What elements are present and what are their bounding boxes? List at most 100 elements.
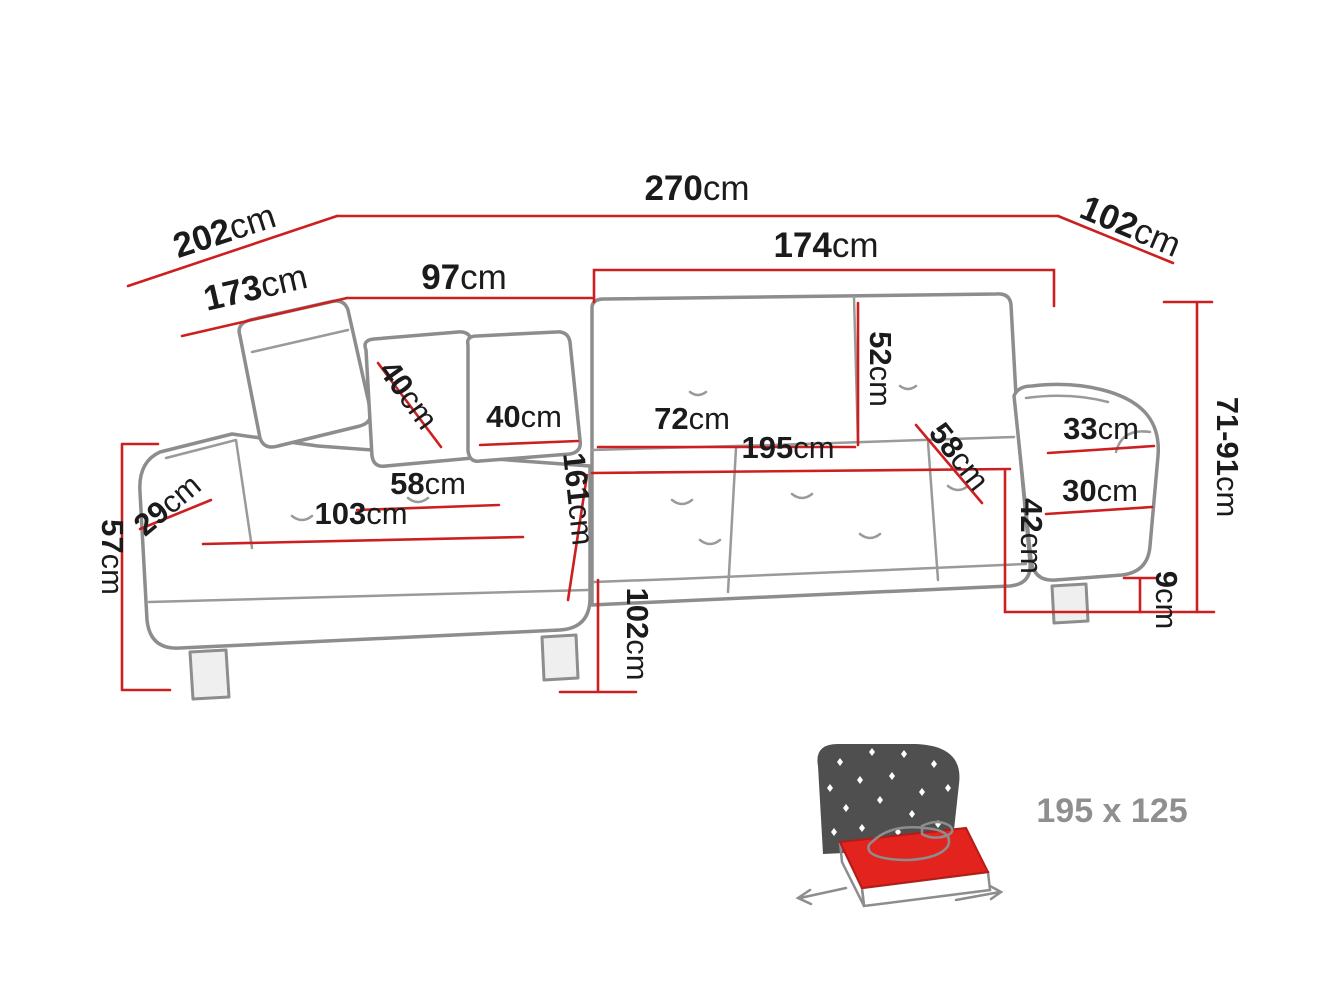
dim-unit: cm [620, 639, 655, 680]
tufting-dimples [290, 384, 970, 546]
unfold-arrow-right-icon [954, 884, 1004, 902]
dim-unit: cm [863, 366, 898, 407]
dim-unit: cm [1149, 588, 1184, 629]
dim-103-line [201, 535, 525, 546]
dim-left-seat-depth-label: 58cm [390, 466, 466, 501]
dim-value: 33 [1063, 411, 1097, 446]
right-armrest [1012, 382, 1161, 582]
dim-value: 52 [863, 331, 898, 365]
dim-unit: cm [95, 554, 130, 595]
dim-value: 72 [654, 401, 688, 436]
dim-unit: cm [832, 226, 879, 265]
dim-40-diag-line [376, 361, 443, 449]
dim-202-line [126, 214, 339, 288]
leg-front-middle [540, 633, 580, 682]
dim-chaise-length-label: 161cm [556, 451, 601, 547]
bed-pillow [920, 820, 954, 839]
dim-back-left-inner-label: 97cm [421, 258, 507, 297]
sofa-sketch [138, 292, 1161, 701]
dim-chaise-total-depth-label: 102cm [620, 587, 655, 680]
unfold-arrow-left-icon [795, 886, 848, 906]
chaise-skirt-seam [147, 588, 590, 604]
star-icons [827, 748, 951, 836]
dim-armrest-top-width-label: 33cm [1063, 411, 1139, 446]
dim-102-top-line [1056, 214, 1175, 265]
dim-58-left-line [355, 503, 501, 512]
dim-unit: cm [1098, 411, 1139, 446]
dim-195-line [590, 467, 1012, 475]
cushion-seam-2 [926, 440, 940, 582]
dim-unit: cm [257, 257, 311, 305]
dim-unit: cm [1210, 476, 1245, 517]
dim-unit: cm [425, 466, 466, 501]
dim-overall-width-label: 270cm [644, 169, 749, 208]
headrest-crease [250, 328, 350, 354]
dim-161-line [566, 473, 589, 602]
dim-9-line [1122, 576, 1158, 614]
dim-overall-depth-left-label: 202cm [168, 196, 280, 266]
right-skirt-seam [592, 562, 1028, 584]
dim-value: 173 [200, 267, 266, 318]
dim-33-line [1046, 444, 1156, 455]
dim-30-line [1044, 505, 1154, 516]
dim-overall-depth-right-label: 102cm [1075, 188, 1187, 265]
dim-value: 97 [421, 258, 460, 297]
headrest-cushion [237, 299, 373, 449]
dim-unit: cm [1014, 533, 1049, 574]
leg-front-left [188, 648, 231, 701]
dim-102-bottom-line [558, 578, 638, 694]
back-pillow-right [465, 330, 583, 464]
dim-back-height-label: 52cm [863, 331, 898, 407]
dim-leg-height-label: 9cm [1149, 571, 1184, 630]
dim-value: 30 [1062, 473, 1096, 508]
bed-blanket [867, 826, 951, 862]
dim-value: 161 [556, 451, 596, 506]
left-armrest-seam [164, 438, 254, 550]
sleeping-function-icon: 195 x 125 [795, 744, 1188, 908]
dim-chaise-width-label: 103cm [314, 496, 407, 531]
dim-value: 42 [1014, 498, 1049, 532]
dim-unit: cm [703, 169, 750, 208]
dim-value: 57 [95, 519, 130, 553]
dim-value: 40 [486, 399, 520, 434]
dim-armrest-side-width-label: 30cm [1062, 473, 1138, 508]
dim-unit: cm [689, 401, 730, 436]
dim-unit: cm [460, 258, 507, 297]
dimension-lines [120, 214, 1216, 694]
dim-value: 103 [314, 496, 366, 531]
bed-headboard [817, 744, 960, 854]
dim-unit: cm [521, 399, 562, 434]
dim-58-right-line [914, 423, 984, 505]
dim-total-height-line [1162, 300, 1214, 614]
dim-pillow-width-label: 40cm [486, 399, 562, 434]
right-body [590, 292, 1032, 607]
dim-40-line [478, 439, 580, 447]
dim-right-seat-width-label: 174cm [773, 226, 878, 265]
dim-value: 58 [390, 466, 424, 501]
dim-29-line [138, 498, 213, 531]
dim-value: 195 [741, 430, 793, 465]
dim-total-height-range-label: 71-91cm [1210, 397, 1245, 518]
dim-front-seat-height-label: 42cm [1014, 498, 1049, 574]
dim-174-line [592, 268, 1056, 308]
dim-unit: cm [562, 502, 601, 547]
dim-value: 102 [620, 587, 655, 639]
sleeping-size-label: 195 x 125 [1036, 792, 1187, 830]
dim-value: 270 [644, 169, 702, 208]
bed-mattress [838, 826, 990, 890]
dim-seat-height-label: 57cm [95, 519, 130, 595]
right-armrest-top-seam [1024, 394, 1110, 404]
leg-front-right [1050, 582, 1090, 625]
dim-value: 9 [1149, 571, 1184, 588]
dim-173-line [180, 296, 349, 338]
dim-front-seat-width-label: 72cm [654, 401, 730, 436]
dim-value: 71-91 [1210, 397, 1245, 476]
dim-unit: cm [366, 496, 407, 531]
dim-unit: cm [793, 430, 834, 465]
dim-sleeping-length-label: 195cm [741, 430, 834, 465]
back-seat-seam [590, 435, 1016, 452]
dim-57-line [120, 442, 172, 692]
dim-unit: cm [1097, 473, 1138, 508]
